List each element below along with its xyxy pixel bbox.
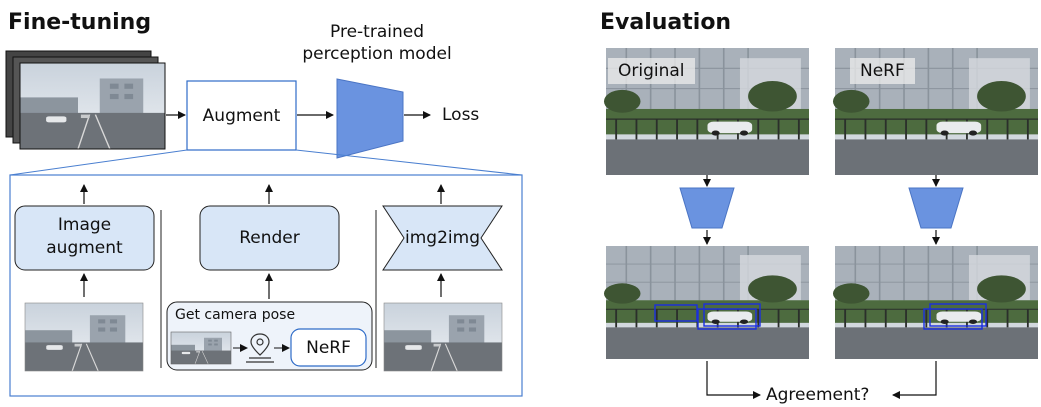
eval-model-nerf <box>908 187 964 229</box>
agreement-label: Agreement? <box>766 385 870 405</box>
image-augment-line2: augment <box>46 238 123 258</box>
image-augment-box <box>14 205 155 271</box>
image-augment-line1: Image <box>57 215 112 235</box>
location-pin-icon <box>246 333 274 363</box>
augment-box <box>186 80 297 151</box>
zoom-line-right <box>295 149 523 176</box>
eval-model-original <box>679 187 735 229</box>
render-label: Render <box>239 228 300 248</box>
original-bounding-boxes <box>654 303 761 330</box>
camera-pose-thumbnail <box>170 331 232 365</box>
img2img-label: img2img <box>405 228 480 248</box>
input-frame-image <box>19 62 166 150</box>
nerf-box-label: NeRF <box>306 337 351 358</box>
model-label-line1: Pre-trained <box>330 22 424 42</box>
img2img-shape <box>382 205 503 271</box>
input-frames-stack <box>5 50 166 150</box>
nerf-bounding-boxes <box>923 303 987 330</box>
perception-model-shape <box>336 78 404 159</box>
camera-pose-label: Get camera pose <box>175 307 296 323</box>
zoom-line-left <box>9 149 188 176</box>
nerf-photo-label: NeRF <box>850 58 915 84</box>
fine-tuning-title: Fine-tuning <box>8 10 152 35</box>
original-label: Original <box>608 58 695 84</box>
arrow-original-to-agreement <box>706 361 761 399</box>
render-box <box>199 205 340 271</box>
image-augment-input-photo <box>24 302 144 372</box>
original-detection-photo <box>602 244 811 361</box>
nerf-box <box>290 328 367 367</box>
img2img-input-photo <box>383 302 503 372</box>
evaluation-title: Evaluation <box>600 10 732 35</box>
loss-label: Loss <box>442 105 480 125</box>
nerf-detection-photo <box>831 244 1040 361</box>
arrow-nerf-to-agreement <box>892 361 937 399</box>
model-label-line2: perception model <box>302 44 452 64</box>
augment-label: Augment <box>202 105 281 126</box>
